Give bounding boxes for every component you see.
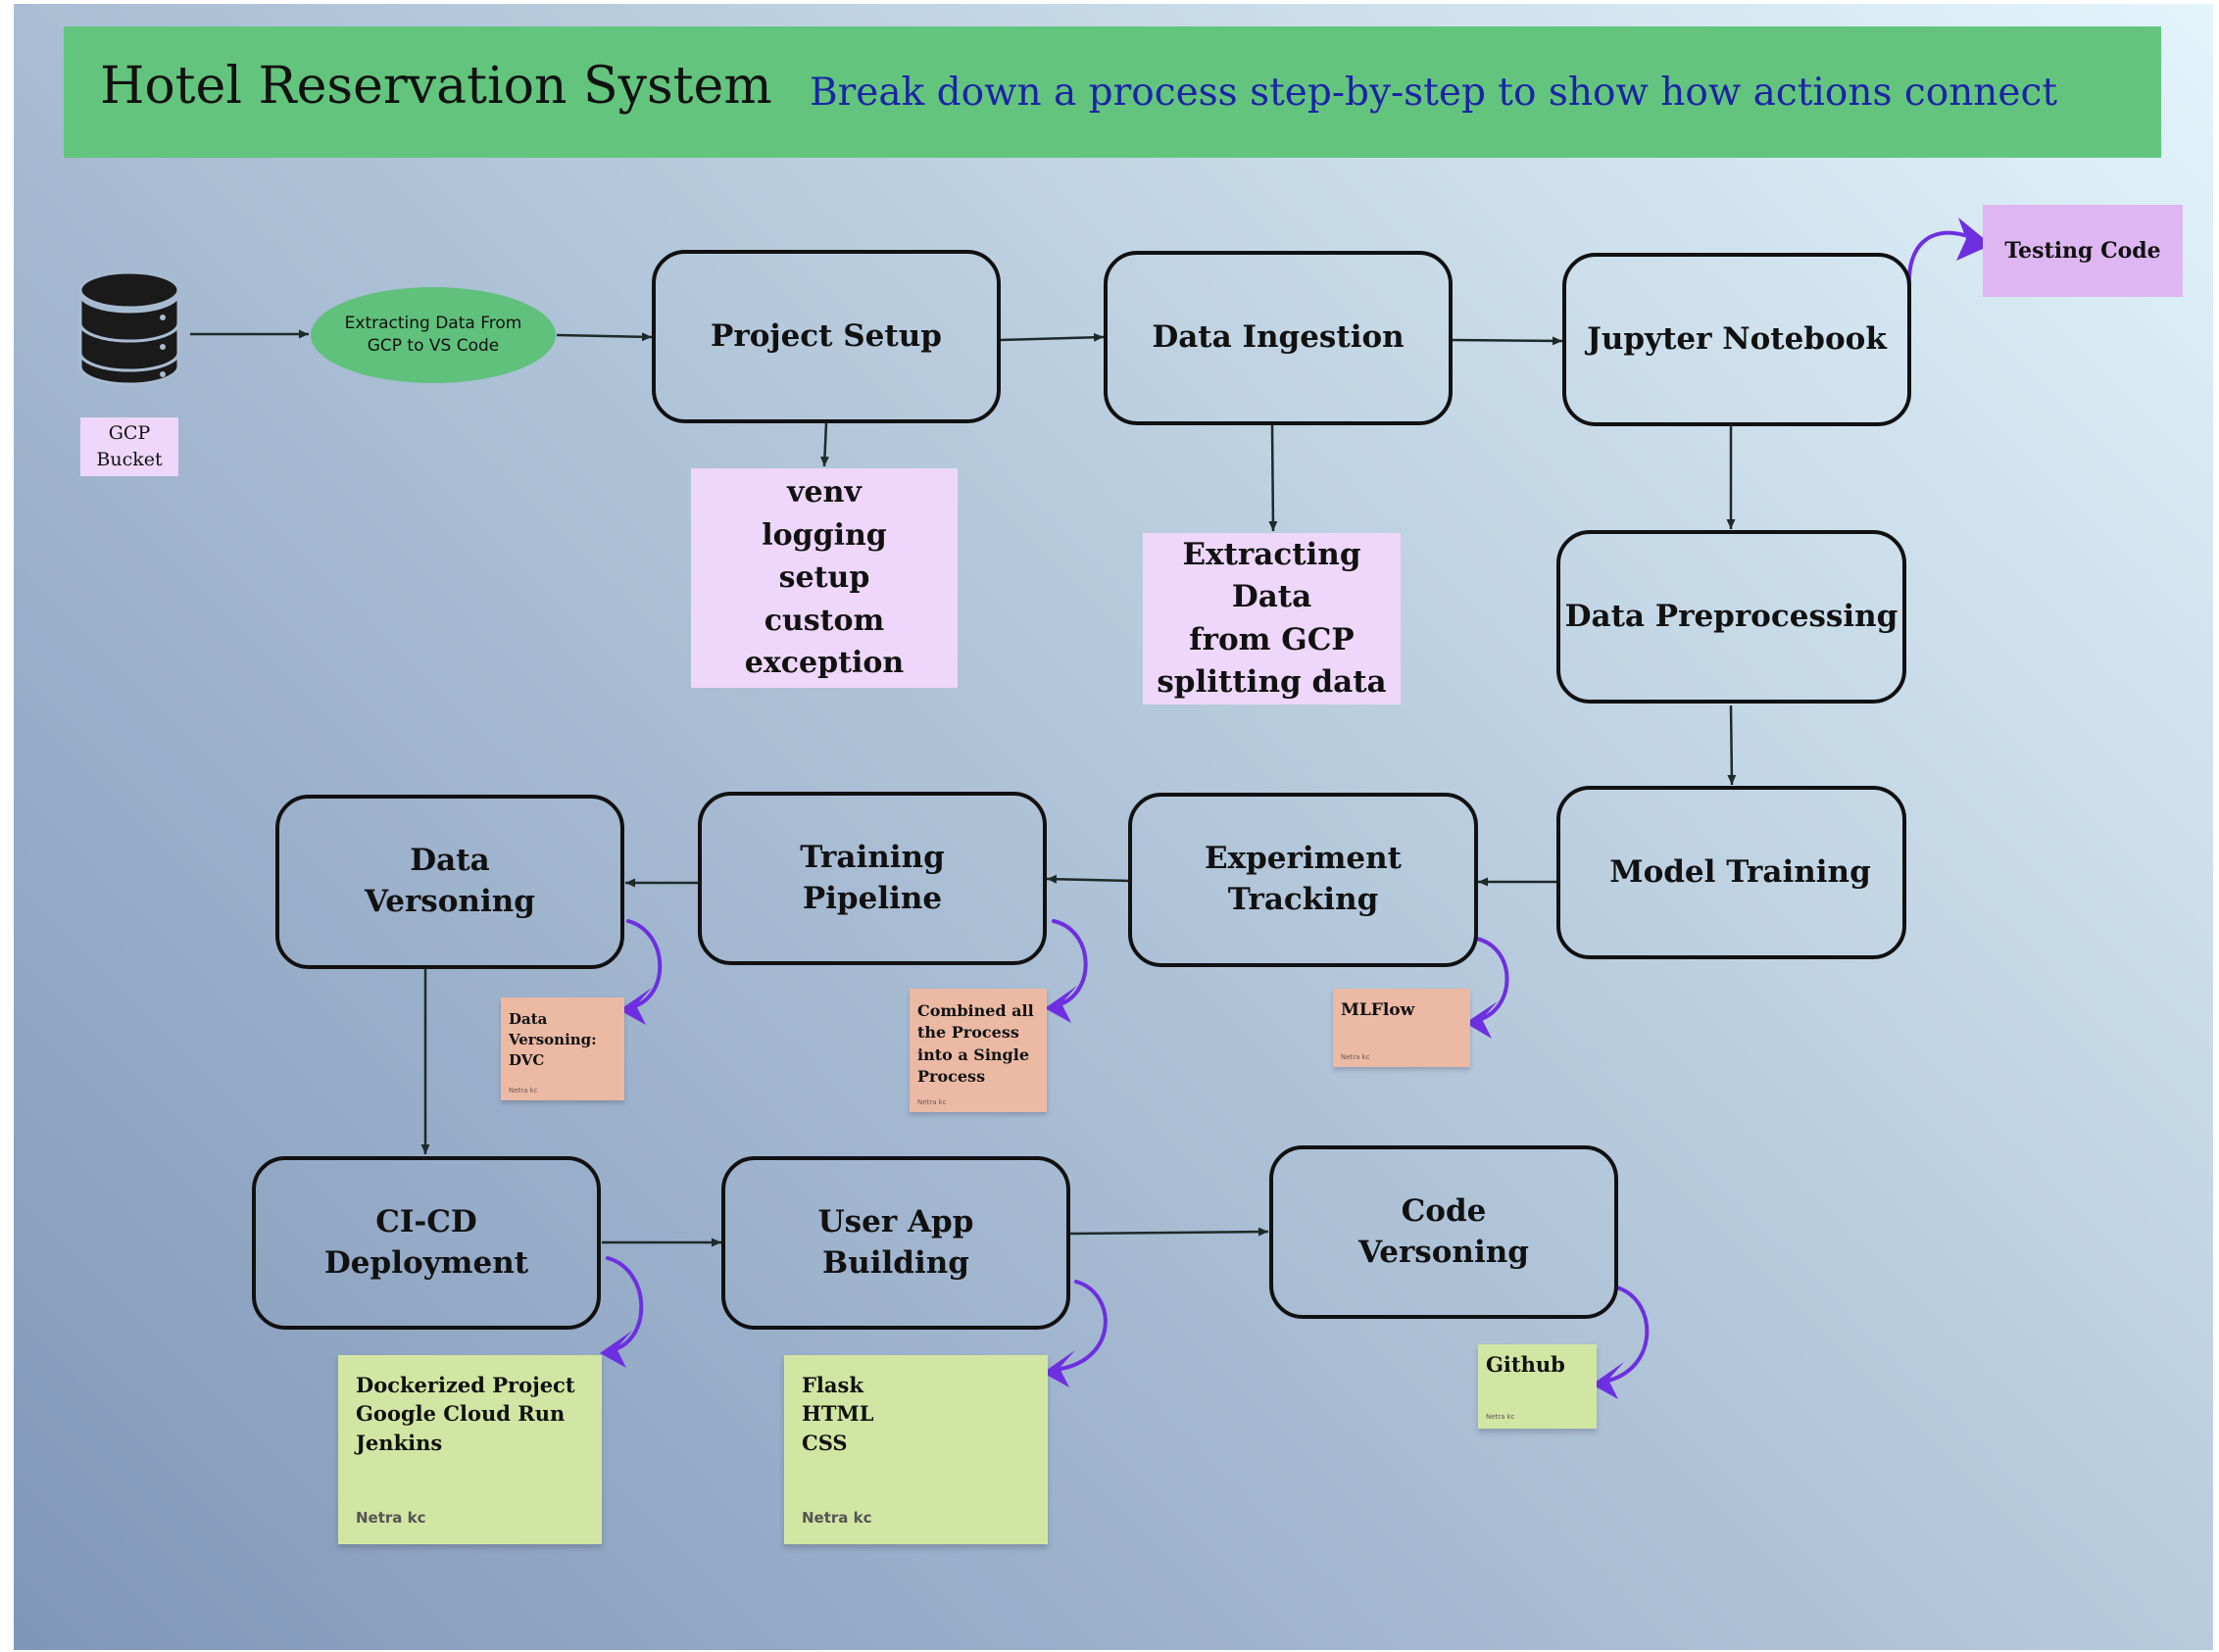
- arrow-app-to-code-versioning: [1069, 1227, 1269, 1237]
- node-project-setup[interactable]: Project Setup: [652, 250, 1001, 423]
- callout-arrow-cicd: [606, 1256, 644, 1352]
- callout-head-cicd: [600, 1331, 632, 1368]
- sticky-note-text: Combined all the Process into a Single P…: [917, 1001, 1034, 1087]
- note-testing-code: Testing Code: [1983, 205, 2183, 297]
- callout-head-testing: [1956, 218, 1992, 261]
- callout-arrow-testing: [1906, 230, 1966, 288]
- sticky-note-text: Github: [1486, 1352, 1565, 1377]
- callout-head-app: [1043, 1350, 1075, 1387]
- extract-data-step[interactable]: Extracting Data From GCP to VS Code: [311, 287, 556, 383]
- arrow-project-setup-to-details: [819, 422, 829, 467]
- callout-arrow-app: [1053, 1280, 1108, 1372]
- sticky-note-author: Netra kc: [802, 1509, 872, 1527]
- note-data-ingestion-details: Extracting Data from GCP splitting data: [1143, 533, 1401, 705]
- database-icon: [78, 270, 180, 386]
- node-model-training[interactable]: Model Training: [1556, 786, 1906, 959]
- arrow-extract-to-project-setup: [556, 332, 653, 342]
- sticky-note-text: Flask HTML CSS: [802, 1373, 874, 1455]
- node-jupyter-notebook[interactable]: Jupyter Notebook: [1562, 253, 1911, 426]
- page-subtitle: Break down a process step-by-step to sho…: [810, 71, 2058, 115]
- sticky-note-text: Dockerized Project Google Cloud Run Jenk…: [356, 1373, 575, 1455]
- callout-arrow-pipeline: [1052, 919, 1088, 1007]
- callout-head-pipeline: [1045, 986, 1077, 1023]
- sticky-note-dvc: Data Versoning: DVC Netra kc: [501, 997, 624, 1100]
- arrow-project-setup-to-ingestion: [1000, 332, 1105, 342]
- sticky-note-author: Netra kc: [1341, 1053, 1370, 1061]
- node-data-ingestion[interactable]: Data Ingestion: [1104, 251, 1453, 425]
- sticky-note-author: Netra kc: [356, 1509, 426, 1527]
- callout-head-code: [1592, 1362, 1624, 1399]
- node-data-preprocessing[interactable]: Data Preprocessing: [1556, 530, 1906, 704]
- arrow-ingestion-to-details: [1268, 424, 1278, 532]
- node-code-versioning[interactable]: Code Versoning: [1269, 1145, 1618, 1319]
- arrow-tracking-to-pipeline: [1046, 874, 1130, 884]
- sticky-note-author: Netra kc: [917, 1098, 947, 1106]
- arrow-ingestion-to-jupyter: [1452, 336, 1563, 346]
- callout-arrow-dvc: [626, 919, 663, 1009]
- sticky-note-mlflow: MLFlow Netra kc: [1333, 989, 1470, 1067]
- sticky-note-deployment-tools: Dockerized Project Google Cloud Run Jenk…: [338, 1355, 602, 1544]
- node-data-versioning[interactable]: Data Versoning: [275, 795, 624, 969]
- callout-arrow-code: [1602, 1286, 1650, 1384]
- callout-head-tracking: [1465, 1001, 1498, 1039]
- callout-head-dvc: [619, 988, 652, 1025]
- sticky-note-author: Netra kc: [1486, 1413, 1515, 1421]
- sticky-note-app-stack: Flask HTML CSS Netra kc: [784, 1355, 1048, 1544]
- sticky-note-text: MLFlow: [1341, 1000, 1415, 1020]
- page-title: Hotel Reservation System: [100, 57, 772, 116]
- note-project-setup-details: venv logging setup custom exception: [691, 468, 958, 688]
- sticky-note-pipeline: Combined all the Process into a Single P…: [910, 989, 1047, 1112]
- callout-arrow-tracking: [1475, 937, 1509, 1022]
- sticky-note-author: Netra kc: [509, 1087, 538, 1094]
- title-banner: [64, 26, 2161, 158]
- node-training-pipeline[interactable]: Training Pipeline: [698, 792, 1047, 965]
- node-user-app-building[interactable]: User App Building: [721, 1156, 1070, 1330]
- sticky-note-github: Github Netra kc: [1478, 1344, 1597, 1429]
- gcp-bucket-label: GCP Bucket: [80, 417, 178, 476]
- node-cicd-deployment[interactable]: CI-CD Deployment: [252, 1156, 601, 1330]
- node-experiment-tracking[interactable]: Experiment Tracking: [1128, 793, 1478, 967]
- sticky-note-text: Data Versoning: DVC: [509, 1010, 597, 1069]
- arrow-preprocessing-to-training: [1727, 705, 1737, 786]
